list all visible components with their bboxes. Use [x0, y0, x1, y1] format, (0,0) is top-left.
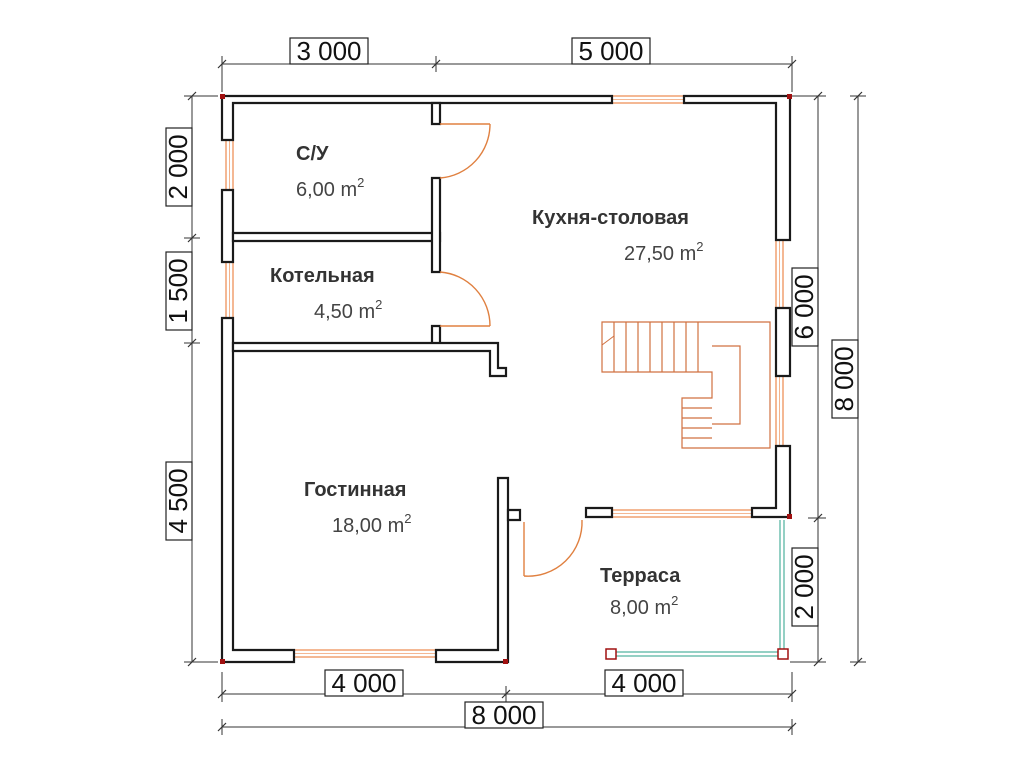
dim-label-left-kotel: 1 500 — [163, 251, 193, 331]
window-left-kotel — [225, 262, 234, 318]
dim-label-left-su: 2 000 — [163, 127, 193, 207]
room-gost-area: 18,00 m2 — [332, 511, 412, 537]
wall-right-low — [750, 444, 792, 519]
room-kitchen-name: Кухня-столовая — [532, 207, 689, 229]
room-gost-name: Гостинная — [304, 479, 406, 501]
dim-label-bottom-left: 4 000 — [324, 668, 404, 698]
room-kitchen: Кухня-столовая 27,50 m2 — [532, 207, 704, 265]
wall-bottom-right — [434, 476, 510, 664]
room-kotel-name: Котельная — [270, 265, 375, 287]
wall-terrace-stub — [584, 506, 614, 519]
terrace-railing — [612, 520, 785, 657]
dim-label-right-total: 8 000 — [829, 339, 859, 419]
room-kotel: Котельная 4,50 m2 — [270, 265, 382, 323]
wall-left-a — [220, 188, 235, 264]
dim-label-right-terrace: 2 000 — [789, 547, 819, 627]
staircase — [601, 321, 771, 449]
dim-label-left-gost: 4 500 — [163, 461, 193, 541]
windows — [225, 95, 784, 658]
svg-text:4 000: 4 000 — [331, 668, 396, 698]
dimension-ticks — [187, 59, 863, 732]
svg-text:6 000: 6 000 — [789, 274, 819, 339]
room-terrace: Терраса 8,00 m2 — [600, 565, 681, 619]
svg-text:4 500: 4 500 — [163, 468, 193, 533]
window-bottom-living — [294, 649, 436, 658]
wall-kotel-living — [231, 341, 508, 378]
window-right-kitchen-lower — [775, 376, 784, 446]
dim-label-top-left: 3 000 — [289, 36, 369, 66]
dim-label-top-right: 5 000 — [571, 36, 651, 66]
svg-text:8 000: 8 000 — [471, 700, 536, 730]
wall-top-right — [682, 94, 792, 242]
room-kitchen-area: 27,50 m2 — [624, 239, 704, 265]
window-terrace — [612, 509, 752, 518]
terrace-posts — [605, 648, 789, 660]
dim-label-bottom-right: 4 000 — [604, 668, 684, 698]
dim-label-bottom-total: 8 000 — [464, 700, 544, 730]
door-su — [439, 123, 491, 179]
svg-text:4 000: 4 000 — [611, 668, 676, 698]
window-top-kitchen — [612, 95, 684, 104]
svg-text:1 500: 1 500 — [163, 258, 193, 323]
room-kotel-area: 4,50 m2 — [314, 297, 382, 323]
door-living — [523, 519, 583, 577]
room-su-area: 6,00 m2 — [296, 175, 364, 201]
door-kotel — [439, 271, 491, 327]
wall-top-left — [220, 94, 614, 142]
wall-left-b — [220, 316, 296, 664]
walls — [220, 94, 792, 664]
window-right-kitchen-upper — [775, 240, 784, 308]
wall-su-right-mid — [430, 176, 442, 274]
room-su-name: С/У — [296, 143, 329, 165]
svg-text:2 000: 2 000 — [163, 134, 193, 199]
svg-text:5 000: 5 000 — [578, 36, 643, 66]
wall-su-kotel — [231, 231, 442, 243]
wall-right-mid — [774, 306, 792, 378]
room-su: С/У 6,00 m2 — [296, 143, 364, 201]
corner-posts — [220, 94, 792, 664]
room-terrace-area: 8,00 m2 — [610, 593, 678, 619]
svg-text:8 000: 8 000 — [829, 346, 859, 411]
svg-text:2 000: 2 000 — [789, 554, 819, 619]
dim-label-right-kitchen: 6 000 — [789, 267, 819, 347]
room-gost: Гостинная 18,00 m2 — [304, 479, 412, 537]
window-left-su — [225, 140, 234, 190]
wall-su-right-top — [430, 101, 442, 126]
doors — [439, 123, 583, 577]
room-terrace-name: Терраса — [600, 565, 681, 587]
svg-text:3 000: 3 000 — [296, 36, 361, 66]
wall-living-jamb — [506, 508, 522, 522]
dimension-lines — [184, 56, 866, 735]
